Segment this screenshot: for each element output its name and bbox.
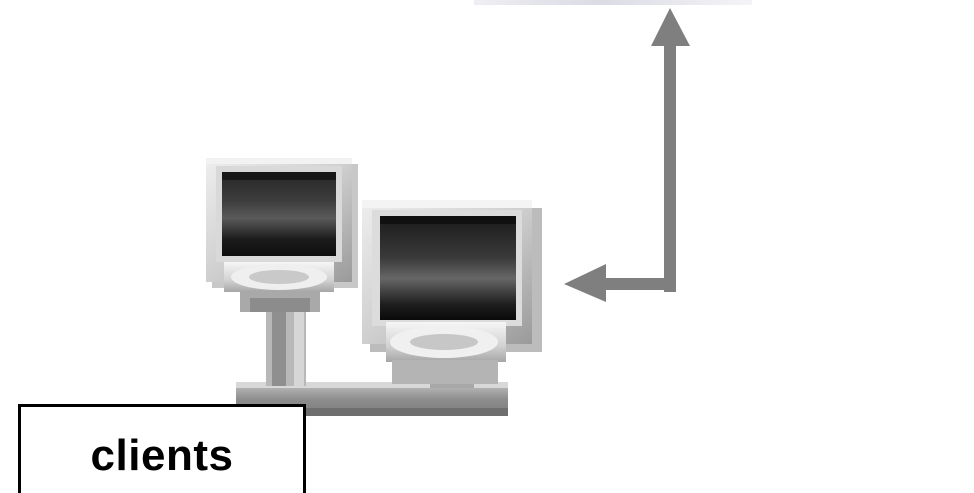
clients-label-box: clients	[18, 404, 306, 493]
clients-label: clients	[91, 431, 234, 481]
arrow-head-up	[651, 8, 690, 46]
arrow-head-left	[564, 264, 606, 302]
connector-arrow	[564, 8, 690, 302]
arrow-horizontal-shaft	[598, 278, 676, 290]
monitor-icon	[362, 200, 542, 384]
monitor-icon	[206, 158, 358, 312]
arrow-vertical-shaft	[664, 40, 676, 292]
